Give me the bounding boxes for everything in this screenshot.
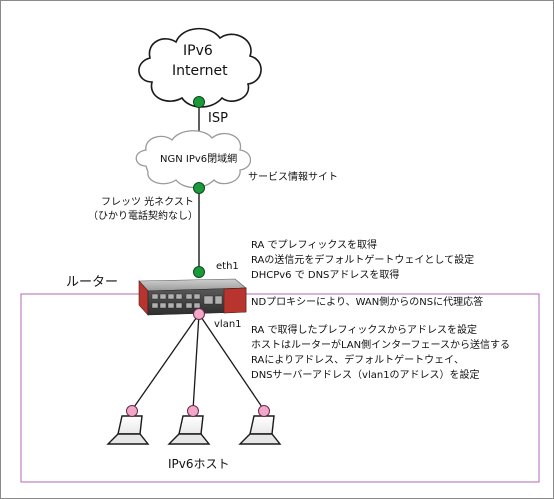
vlan1-note-3: RAによりアドレス、デフォルトゲートウェイ、 [251, 355, 464, 366]
vlan1-note-4: DNSサーバーアドレス（vlan1のアドレス）を設定 [251, 370, 480, 381]
host-link-line [192, 313, 200, 411]
vlan1-label: vlan1 [214, 319, 242, 330]
ngn-cloud-label: NGN IPv6閉域網 [160, 154, 238, 165]
eth1-note-3: DHCPv6 で DNSアドレスを取得 [251, 270, 400, 281]
eth1-port-icon [193, 266, 205, 278]
internet-cloud-subtitle: Internet [172, 63, 228, 79]
vlan1-note-2: ホストはルーターがLAN側インターフェースから送信する [251, 340, 511, 351]
laptop-icon [238, 405, 282, 445]
lan-segment-box [20, 293, 540, 483]
host-port-icon [126, 405, 138, 417]
eth1-note-2: RAの送信元をデフォルトゲートウェイとして設定 [251, 255, 475, 266]
isp-port-icon [193, 96, 205, 108]
host-port-icon [258, 405, 270, 417]
internet-cloud [138, 27, 262, 108]
ngn-cloud [135, 130, 252, 189]
laptop-icon [167, 405, 211, 445]
host-link-line [131, 313, 200, 411]
vlan1-port-icon [193, 308, 205, 320]
router-device [138, 278, 247, 316]
ipv6-hosts-label: IPv6ホスト [168, 457, 230, 471]
laptop-icon [106, 405, 150, 445]
internet-cloud-title: IPv6 [183, 43, 213, 59]
flets-label-line2: （ひかり電話契約なし） [88, 211, 198, 222]
vlan1-note-1: RA で取得したプレフィックスからアドレスを設定 [251, 325, 478, 336]
nd-proxy-note: NDプロキシーにより、WAN側からのNSに代理応答 [251, 297, 484, 308]
router-label: ルーター [66, 275, 119, 290]
host-port-icon [187, 405, 199, 417]
eth1-label: eth1 [216, 261, 239, 272]
ngn-port-icon [193, 182, 205, 194]
host-link-line [198, 313, 265, 411]
isp-label: ISP [208, 111, 228, 126]
flets-label-line1: フレッツ 光ネクスト [101, 197, 194, 208]
eth1-note-1: RA でプレフィックスを取得 [251, 240, 378, 251]
service-site-label: サービス情報サイト [248, 172, 338, 183]
